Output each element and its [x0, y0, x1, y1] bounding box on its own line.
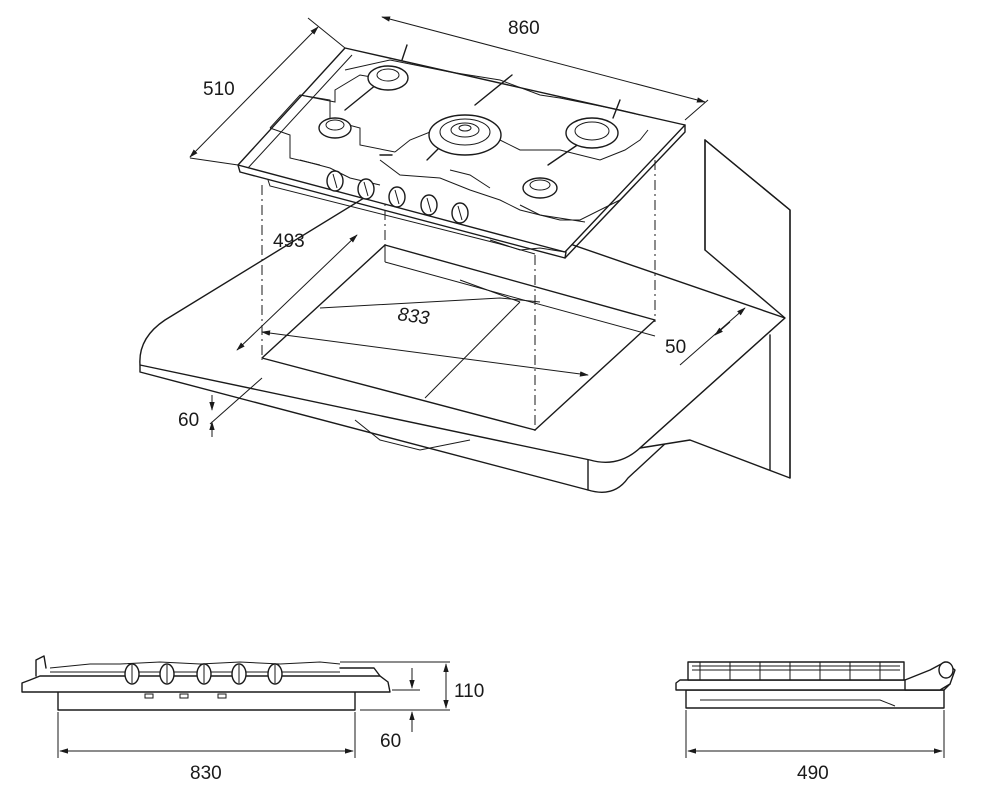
hob-isometric — [237, 44, 686, 259]
burner-rear-left — [367, 65, 409, 91]
burner-rear-right — [565, 117, 619, 149]
front-knobs — [124, 663, 283, 685]
dim-493-label: 493 — [273, 231, 305, 252]
dim-110-label: 110 — [454, 681, 484, 702]
side-dimensions: 490 — [685, 710, 945, 784]
dim-490-label: 490 — [797, 763, 829, 784]
burner-front-right — [522, 177, 558, 199]
front-dimensions: 830 110 60 — [57, 661, 484, 784]
hob-side-view — [675, 661, 956, 709]
hob-front-view — [21, 655, 391, 711]
control-knobs — [326, 170, 469, 224]
dim-60-front-label: 60 — [380, 731, 401, 752]
dim-860-label: 860 — [508, 18, 540, 39]
dim-510-label: 510 — [203, 79, 235, 100]
burner-front-left — [318, 117, 352, 139]
iso-dimensions: 860 510 493 833 50 60 — [178, 16, 746, 437]
burner-center-wok — [428, 114, 502, 156]
dim-60-iso-label: 60 — [178, 410, 199, 431]
dim-830-label: 830 — [190, 763, 222, 784]
dim-833-label: 833 — [396, 304, 431, 329]
dim-50-label: 50 — [665, 337, 686, 358]
